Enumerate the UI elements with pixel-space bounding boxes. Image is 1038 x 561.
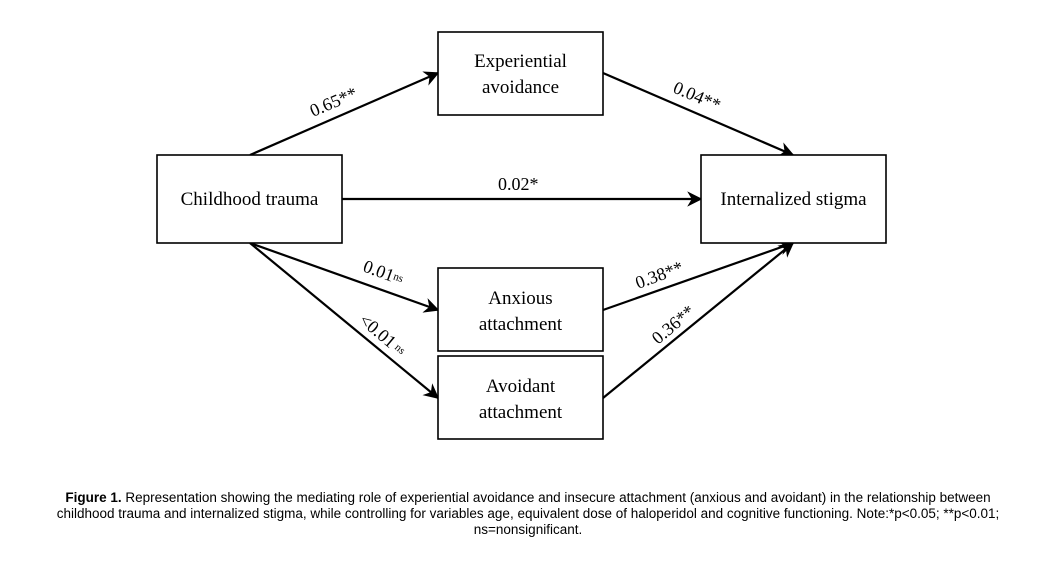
edge-anxious-to-stigma: [602, 240, 795, 312]
node-childhood-trauma-label: Childhood trauma: [181, 189, 319, 210]
node-avoidant-attachment-line1: Avoidant: [486, 376, 556, 397]
mediation-diagram: 0.65** 0.04** 0.02* 0.01ns <0.01ns 0.38*…: [156, 31, 887, 440]
label-anxious-to-stigma: 0.38**: [633, 257, 686, 293]
node-anxious-attachment-line1: Anxious: [488, 288, 552, 309]
figure-caption-text: Representation showing the mediating rol…: [56, 490, 1000, 537]
label-avoidance-to-stigma: 0.04**: [670, 77, 723, 115]
node-avoidant-attachment-line2: attachment: [479, 402, 563, 423]
figure-caption-label: Figure 1.: [65, 490, 122, 505]
node-internalized-stigma: Internalized stigma: [700, 154, 887, 244]
node-anxious-attachment: Anxious attachment: [437, 267, 604, 352]
node-anxious-attachment-line2: attachment: [479, 314, 563, 335]
edge-trauma-to-avoidance: [249, 71, 440, 157]
edge-avoidant-to-stigma: [602, 242, 795, 399]
edge-trauma-to-anxious: [249, 241, 440, 313]
node-experiential-avoidance: Experiential avoidance: [437, 31, 604, 116]
node-childhood-trauma: Childhood trauma: [156, 154, 343, 244]
node-avoidant-attachment: Avoidant attachment: [437, 355, 604, 440]
node-experiential-avoidance-line1: Experiential: [474, 51, 567, 72]
label-trauma-to-avoidance: 0.65**: [307, 83, 360, 121]
node-experiential-avoidance-line2: avoidance: [482, 77, 559, 98]
node-internalized-stigma-label: Internalized stigma: [720, 189, 867, 210]
label-trauma-to-stigma: 0.02*: [498, 174, 539, 194]
edge-trauma-to-avoidant: [249, 242, 440, 399]
figure-caption: Figure 1. Representation showing the med…: [48, 490, 1008, 538]
edge-avoidance-to-stigma: [602, 71, 795, 157]
